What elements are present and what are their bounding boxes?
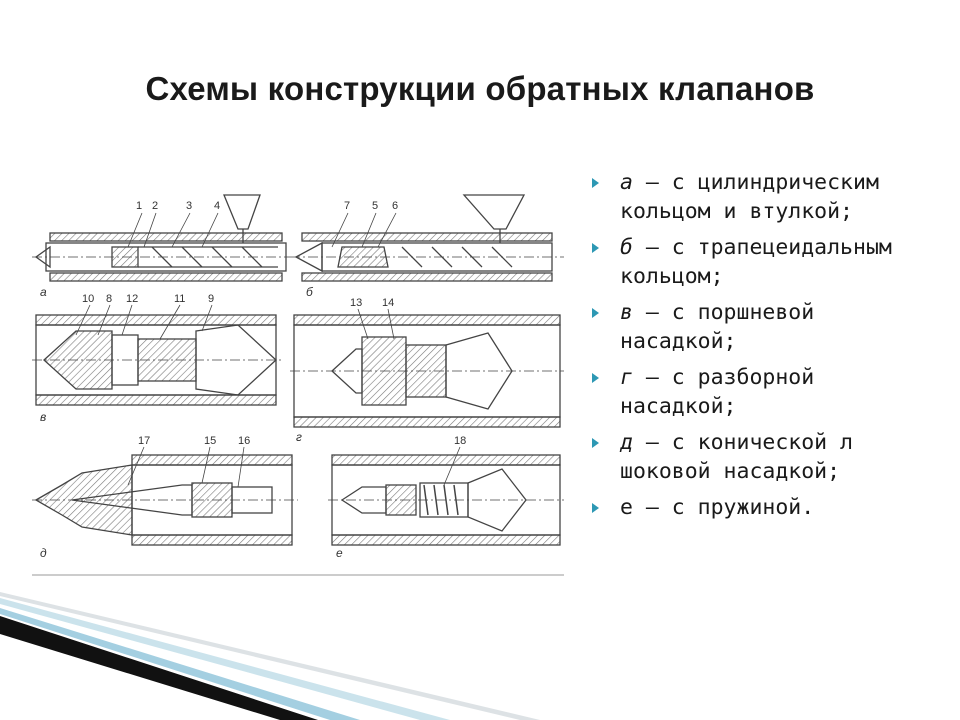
list-item-letter: е — [620, 495, 633, 520]
list-item-text: – с разборной насадкой; — [620, 365, 815, 419]
panel-letter-e: е — [336, 546, 343, 560]
part-label-7: 7 — [344, 200, 350, 212]
triangle-right-icon — [592, 308, 599, 318]
panel-a-drawing — [32, 194, 290, 282]
panel-letter-b: б — [306, 285, 314, 299]
part-label-2: 2 — [152, 200, 158, 212]
panel-letter-d: д — [40, 546, 47, 560]
part-label-5: 5 — [372, 200, 378, 212]
part-label-17: 17 — [138, 435, 150, 447]
list-item: а – с цилиндрическим кольцом и втулкой; — [592, 168, 942, 226]
part-label-1: 1 — [136, 200, 142, 212]
panel-letter-g: г — [296, 430, 302, 444]
list-item-letter: г — [620, 365, 633, 390]
part-label-13: 13 — [350, 297, 362, 309]
part-label-6: 6 — [392, 200, 398, 212]
list-item-text: – с трапецеидальным кольцом; — [620, 235, 892, 289]
list-item: в – с поршневой насадкой; — [592, 298, 942, 356]
panel-letter-v: в — [40, 410, 46, 424]
list-item: г – с разборной насадкой; — [592, 363, 942, 421]
list-item-text: – с конической л шоковой насадкой; — [620, 430, 854, 484]
triangle-right-icon — [592, 243, 599, 253]
part-label-12: 12 — [126, 293, 138, 305]
list-item-text: – с пружиной. — [632, 495, 815, 520]
list-item-text: – с поршневой насадкой; — [620, 300, 815, 354]
valve-schematics-figure: 1 2 3 4 7 5 6 10 8 12 11 9 13 14 17 15 1… — [32, 194, 564, 576]
list-item: д – с конической л шоковой насадкой; — [592, 428, 942, 486]
part-label-8: 8 — [106, 293, 112, 305]
list-item-letter: в — [620, 300, 633, 325]
triangle-right-icon — [592, 373, 599, 383]
part-label-11: 11 — [174, 293, 185, 305]
valve-type-list: а – с цилиндрическим кольцом и втулкой; … — [592, 168, 942, 529]
panel-v-drawing — [32, 314, 282, 406]
panel-e-drawing — [328, 454, 564, 546]
deco-dark-wedge — [0, 616, 318, 720]
panel-letter-a: а — [40, 285, 47, 299]
triangle-right-icon — [592, 438, 599, 448]
part-label-9: 9 — [208, 293, 214, 305]
panel-b-drawing — [290, 194, 564, 282]
part-label-10: 10 — [82, 293, 94, 305]
part-label-18: 18 — [454, 435, 466, 447]
triangle-right-icon — [592, 503, 599, 513]
part-label-3: 3 — [186, 200, 192, 212]
list-item-letter: б — [620, 235, 633, 260]
list-item-text: – с цилиндрическим кольцом и втулкой; — [620, 170, 879, 224]
panel-g-drawing — [290, 314, 564, 428]
list-item-letter: д — [620, 430, 633, 455]
part-label-16: 16 — [238, 435, 250, 447]
list-item: е – с пружиной. — [592, 493, 942, 522]
part-label-14: 14 — [382, 297, 394, 309]
deco-blue-stripe — [0, 608, 360, 720]
deco-gray-stripe — [0, 592, 540, 720]
triangle-right-icon — [592, 178, 599, 188]
panel-d-drawing — [32, 454, 298, 546]
slide-corner-decoration — [0, 592, 540, 720]
list-item-letter: а — [620, 170, 633, 195]
slide-title: Схемы конструкции обратных клапанов — [145, 70, 815, 107]
list-item: б – с трапецеидальным кольцом; — [592, 233, 942, 291]
part-label-4: 4 — [214, 200, 220, 212]
part-label-15: 15 — [204, 435, 216, 447]
deco-light-stripe — [0, 598, 450, 720]
